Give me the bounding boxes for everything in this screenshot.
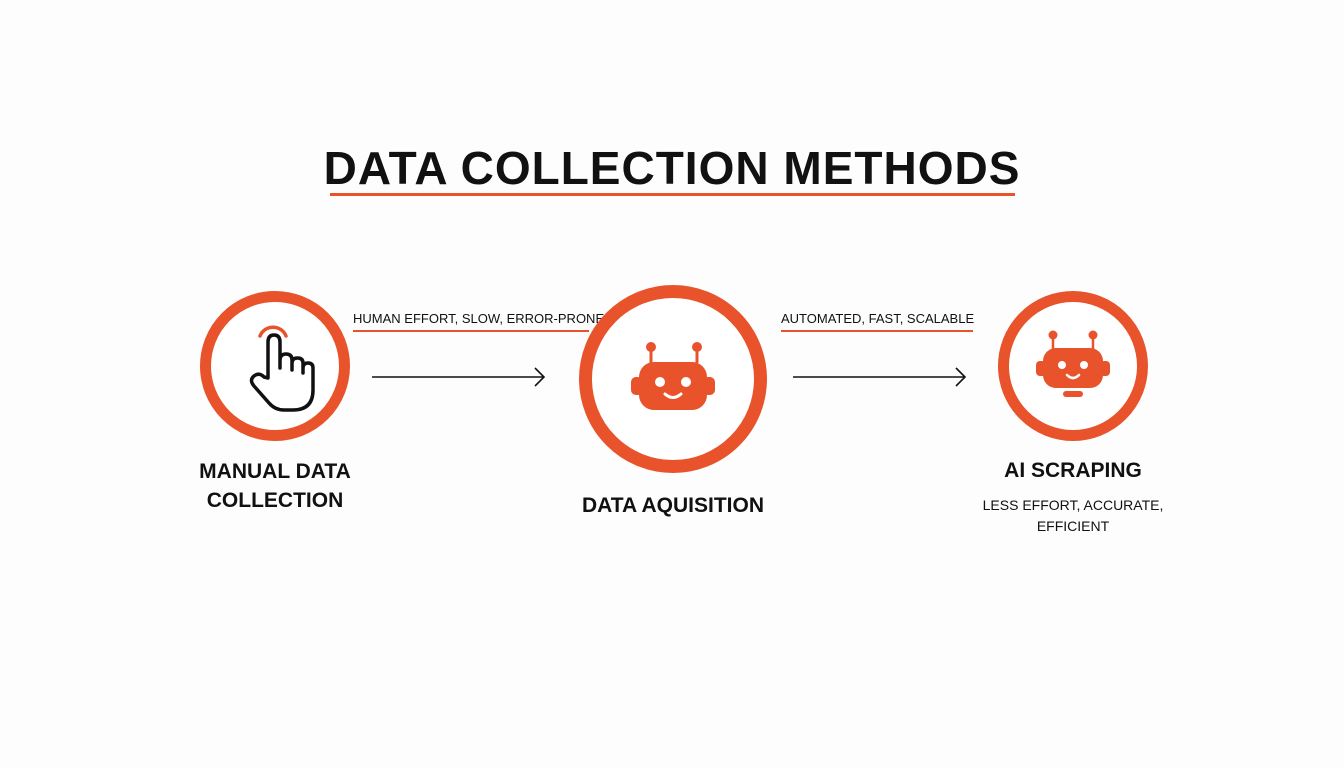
- data-acquisition-node: [579, 285, 767, 473]
- hand-pointer-icon: [249, 325, 315, 412]
- robot-icon: [631, 342, 715, 410]
- arrow-right-icon: [372, 367, 546, 387]
- edge-label-manual-to-acquisition: HUMAN EFFORT, SLOW, ERROR-PRONE: [353, 311, 605, 326]
- robot-icon: [1036, 330, 1110, 397]
- node-description-ai-scraping: LESS EFFORT, ACCURATE, EFFICIENT: [982, 497, 1164, 534]
- diagram-title: DATA COLLECTION METHODS: [323, 142, 1021, 194]
- node-label-data-acquisition: DATA AQUISITION: [582, 494, 764, 517]
- title-underline: [330, 193, 1015, 196]
- edge-label-underline: [353, 330, 589, 332]
- arrow-right-icon: [793, 367, 967, 387]
- node-label-ai-scraping: AI SCRAPING: [1004, 459, 1142, 482]
- node-label-manual-data-collection: MANUAL DATA COLLECTION: [199, 460, 351, 512]
- edge-label-underline: [781, 330, 973, 332]
- manual-data-collection-node: [200, 291, 350, 441]
- edge-label-acquisition-to-scraping: AUTOMATED, FAST, SCALABLE: [781, 311, 975, 326]
- ai-scraping-node: [998, 291, 1148, 441]
